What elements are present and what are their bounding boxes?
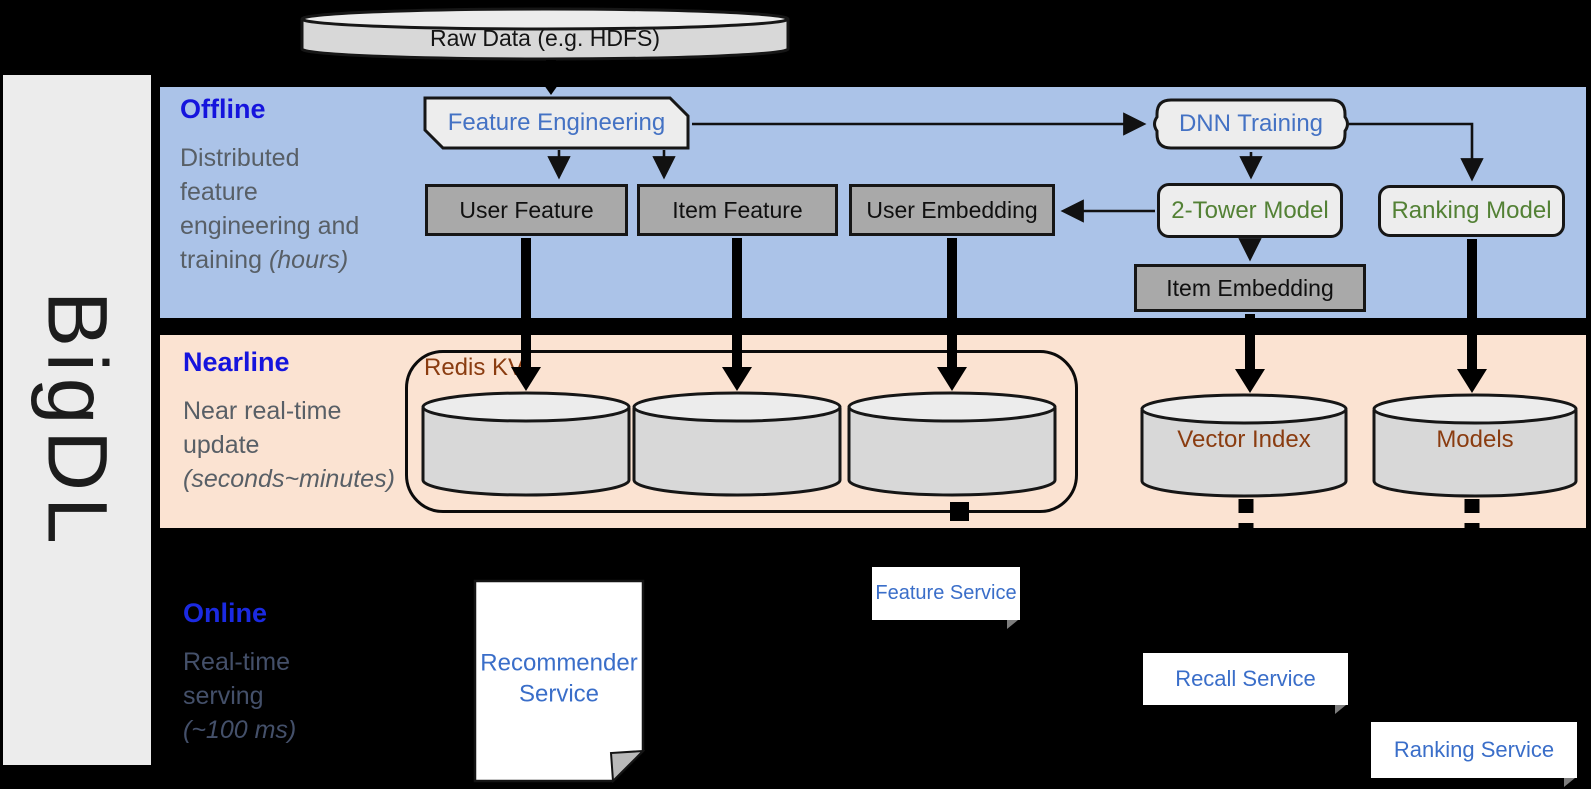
user-feature-node: User Feature (425, 184, 628, 236)
user-feature-label: User Feature (459, 196, 594, 223)
item-embedding-label: Item Embedding (1166, 274, 1334, 301)
ranking-model-node: Ranking Model (1378, 185, 1565, 237)
redis-shard-2 (632, 390, 842, 497)
nearline-lane-title: Nearline (183, 347, 290, 377)
ranking-service-node: Ranking Service (1371, 722, 1577, 787)
recommender-service-node: Recommender Service (473, 579, 645, 783)
offline-lane-description: Distributed feature engineering and trai… (180, 141, 359, 277)
offline-lane-title: Offline (180, 94, 266, 124)
online-lane-title: Online (183, 598, 268, 628)
two-tower-model-label: 2-Tower Model (1171, 196, 1329, 224)
online-desc-line3: (~100 ms) (183, 716, 297, 744)
brace-box-icon (1153, 98, 1349, 150)
item-feature-label: Item Feature (672, 196, 803, 223)
ranking-service-label: Ranking Service (1393, 737, 1555, 762)
online-desc-line1: Real-time (183, 648, 290, 676)
raw-data-store: Raw Data (e.g. HDFS) (300, 6, 790, 62)
dnn-training-label: DNN Training (1178, 110, 1324, 137)
raw-data-label: Raw Data (e.g. HDFS) (429, 24, 661, 51)
redis-shard-3 (847, 390, 1057, 497)
cylinder-icon (421, 391, 631, 497)
cylinder-icon (632, 391, 842, 497)
recall-service-node: Recall Service (1143, 653, 1348, 714)
nearline-desc-line1: Near real-time (183, 397, 342, 425)
item-feature-node: Item Feature (637, 184, 838, 236)
feature-service-node: Feature Service (872, 567, 1020, 629)
two-tower-model-node: 2-Tower Model (1157, 183, 1343, 238)
document-icon (473, 579, 645, 783)
item-embedding-node: Item Embedding (1134, 264, 1366, 312)
recall-service-label: Recall Service (1175, 666, 1316, 691)
ranking-model-label: Ranking Model (1391, 197, 1552, 224)
online-lane-description: Real-time serving (~100 ms) (183, 645, 296, 747)
cylinder-icon (300, 7, 790, 61)
recommender-service-label: Recommender Service (480, 649, 638, 708)
feature-service-label: Feature Service (875, 582, 1017, 604)
cylinder-icon (1372, 393, 1578, 498)
models-label: Models (1436, 425, 1514, 453)
cylinder-icon (1140, 393, 1348, 498)
bigdl-logo-text: BigDL (30, 290, 125, 550)
feature-engineering-label: Feature Engineering (447, 109, 666, 136)
user-embedding-node: User Embedding (849, 184, 1055, 236)
online-desc-line2: serving (183, 682, 264, 710)
offline-desc-line2: feature (180, 178, 258, 206)
offline-desc-line1: Distributed (180, 144, 300, 172)
offline-desc-line4: training (hours) (180, 246, 349, 274)
feature-engineering-node: Feature Engineering (423, 96, 690, 150)
models-store: Models (1372, 392, 1578, 498)
user-embedding-label: User Embedding (866, 196, 1038, 223)
nearline-desc-line2: update (183, 431, 260, 459)
dnn-training-node: DNN Training (1149, 98, 1353, 150)
vector-index-store: Vector Index (1140, 392, 1348, 498)
nearline-desc-line3: (seconds~minutes) (183, 465, 395, 493)
bigdl-sidebar: BigDL (3, 75, 151, 765)
redis-shard-1 (421, 390, 631, 497)
nearline-lane-description: Near real-time update (seconds~minutes) (183, 394, 395, 496)
redis-kv-label: Redis KV (424, 354, 525, 381)
cylinder-icon (847, 391, 1057, 497)
vector-index-label: Vector Index (1177, 425, 1311, 453)
snipped-box-icon (423, 96, 690, 150)
offline-desc-line3: engineering and (180, 212, 360, 240)
